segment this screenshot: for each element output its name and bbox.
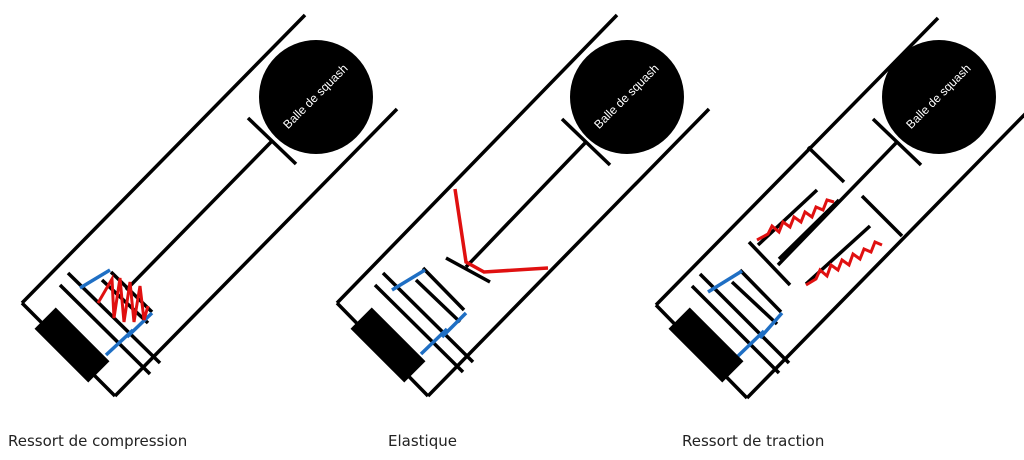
traction-spring-lower xyxy=(805,240,883,287)
panel-elastic: Balle de squash xyxy=(335,13,711,398)
caption-traction: Ressort de traction xyxy=(682,432,825,450)
carriage-links xyxy=(391,268,468,356)
squash-ball xyxy=(882,40,996,154)
caption-compression: Ressort de compression xyxy=(8,432,188,450)
plunger xyxy=(124,116,298,292)
traction-spring-upper xyxy=(756,198,835,242)
carriage-links xyxy=(79,268,154,357)
carriage-links xyxy=(707,269,784,358)
caption-elastic: Elastique xyxy=(388,432,457,450)
plunger xyxy=(747,117,923,287)
plunger xyxy=(445,117,612,284)
squash-ball xyxy=(259,40,373,154)
base-block xyxy=(350,307,426,383)
base-block xyxy=(668,307,744,383)
panel-traction: Balle de squash xyxy=(654,16,1024,400)
elastic-band xyxy=(453,188,549,274)
squash-ball xyxy=(570,40,684,154)
compression-spring xyxy=(96,273,150,323)
base-block xyxy=(34,307,110,383)
panel-compression: Balle de squash xyxy=(20,13,399,398)
